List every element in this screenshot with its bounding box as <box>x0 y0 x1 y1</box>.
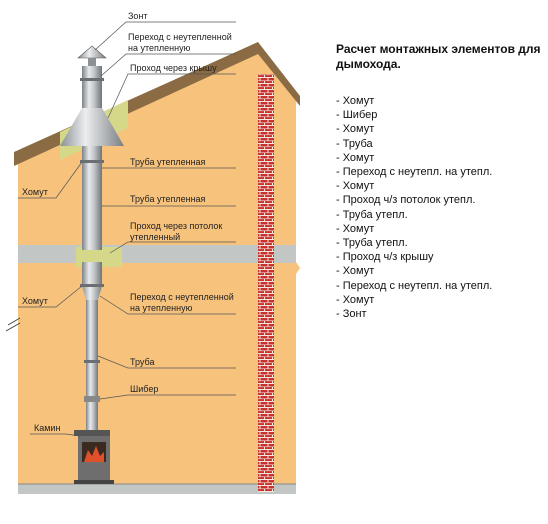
clamp-ring <box>84 360 100 363</box>
list-item: - Труба <box>336 137 373 150</box>
list-item: - Хомут <box>336 265 375 278</box>
list-item: - Переход с неутепл. на утепл. <box>336 166 493 179</box>
fire <box>84 446 104 462</box>
label-pipe-insulated-2: Труба утепленная <box>130 194 206 204</box>
pipe-bottom <box>86 402 98 430</box>
list-item: - Проход ч/з потолок утепл. <box>336 194 476 207</box>
label-clamp-2: Хомут <box>22 296 48 306</box>
list-item: - Хомут <box>336 95 375 107</box>
label-pipe-insulated-1: Труба утепленная <box>130 157 206 167</box>
list-item: - Хомут <box>336 151 375 164</box>
leader-line <box>107 73 236 119</box>
label-ceiling-pass: Проход через потолок <box>130 221 222 231</box>
label-roof-pass: Проход через крышу <box>130 63 217 73</box>
leader-line <box>18 161 83 199</box>
fireplace-top <box>74 430 110 436</box>
list-item: - Хомут <box>336 123 375 136</box>
transition-piece <box>82 286 102 300</box>
list-item: - Зонт <box>336 308 367 321</box>
leader-line <box>30 433 81 437</box>
label-fireplace: Камин <box>34 423 60 433</box>
label-transition-top: Переход с неутепленной <box>128 32 232 42</box>
leader-line <box>97 355 236 369</box>
panel-title: Расчет монтажных элементов для дымохода. <box>336 42 541 71</box>
label-pipe: Труба <box>130 357 154 367</box>
label-ceiling-pass-2: утепленный <box>130 232 180 242</box>
wall-break-line <box>7 317 21 326</box>
leader-line <box>18 285 83 308</box>
fireplace-base <box>74 480 114 484</box>
list-item: - Проход ч/з крышу <box>336 251 434 264</box>
label-umbrella: Зонт <box>128 11 148 21</box>
list-item: - Хомут <box>336 180 375 193</box>
list-item: - Труба утепл. <box>336 208 408 221</box>
umbrella <box>77 45 107 59</box>
insulated-pipe-lower <box>82 262 102 286</box>
insulated-pipe-top <box>82 66 102 108</box>
elements-list: - Хомут- Шибер- Хомут- Труба- Хомут- Пер… <box>336 94 542 321</box>
leader-line <box>99 295 236 315</box>
pipe <box>86 300 98 400</box>
umbrella-stand <box>88 58 96 66</box>
leader-line <box>99 394 236 400</box>
calculation-panel: Расчет монтажных элементов для дымохода.… <box>336 42 542 321</box>
label-transition-low-2: на утепленную <box>130 303 193 313</box>
damper <box>84 396 100 402</box>
ceiling-slab <box>18 245 296 263</box>
roof-pass-cone <box>60 108 124 146</box>
clamp-ring <box>80 160 104 163</box>
list-item: - Переход с неутепл. на утепл. <box>336 279 493 292</box>
label-transition-top-2: на утепленную <box>128 43 191 53</box>
leader-line <box>109 241 236 254</box>
list-item: - Труба утепл. <box>336 237 408 250</box>
leader-line <box>100 53 236 77</box>
label-transition-low: Переход с неутепленной <box>130 292 234 302</box>
list-item: - Хомут <box>336 293 375 306</box>
leader-line <box>94 21 236 51</box>
brick-wall <box>258 74 274 492</box>
wall-break-line <box>5 322 21 332</box>
clamp-ring <box>80 78 104 81</box>
insulated-pipe <box>82 146 102 250</box>
label-clamp-1: Хомут <box>22 187 48 197</box>
clamp-ring <box>80 284 104 287</box>
list-item: - Шибер <box>336 109 378 122</box>
list-item: - Хомут <box>336 222 375 235</box>
label-damper: Шибер <box>130 384 158 394</box>
floor-slab <box>18 484 296 494</box>
